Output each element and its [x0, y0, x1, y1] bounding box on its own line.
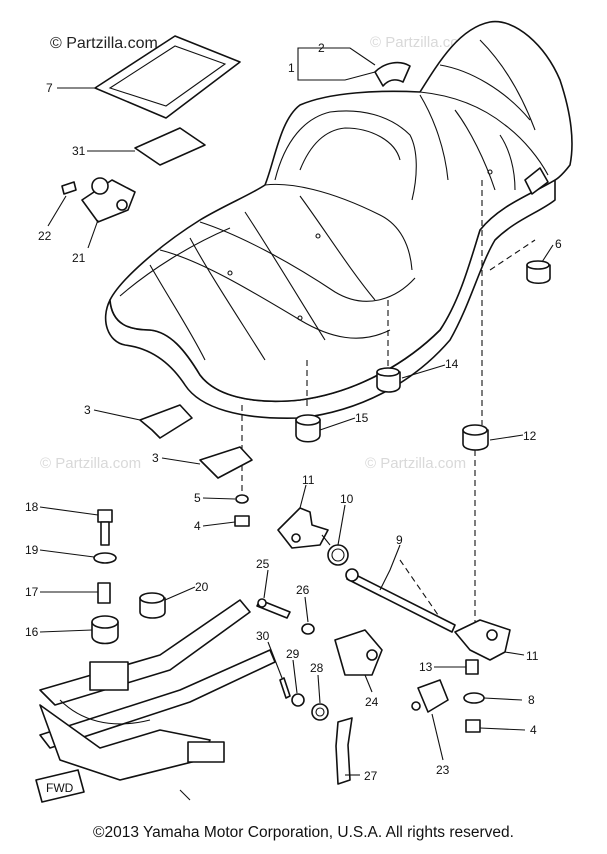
callout-29: 29 [286, 647, 300, 661]
callout-2: 2 [318, 41, 325, 55]
frame [39, 599, 276, 801]
seat [104, 20, 573, 420]
watermark-mid-right: © Partzilla.com [365, 455, 466, 472]
callout-15: 15 [355, 411, 369, 425]
clip-29 [291, 693, 305, 707]
bracket-3-upper [139, 404, 193, 439]
damper-12 [462, 424, 489, 451]
spring-10 [321, 534, 349, 566]
plate-31 [134, 127, 206, 166]
callout-17: 17 [25, 585, 39, 599]
bracket-3-lower [199, 446, 253, 479]
lock-rod-9 [346, 571, 456, 633]
callout-11-lower: 11 [526, 649, 539, 663]
callout-22: 22 [38, 229, 52, 243]
callout-4-left: 4 [194, 519, 201, 533]
callout-25: 25 [256, 557, 270, 571]
callout-24: 24 [365, 695, 379, 709]
callout-27: 27 [364, 769, 378, 783]
washer-5 [235, 494, 249, 504]
damper-14 [376, 367, 401, 393]
nut-4-right [465, 719, 481, 733]
damper-15 [295, 414, 321, 443]
callout-14: 14 [445, 357, 459, 371]
copyright-footer: ©2013 Yamaha Motor Corporation, U.S.A. A… [93, 824, 514, 841]
damper-6 [526, 260, 551, 285]
callout-9: 9 [396, 533, 403, 547]
fwd-stamp: FWD [35, 769, 85, 803]
watermark-top-right: © Partzilla.com [370, 34, 471, 51]
callout-1: 1 [288, 61, 295, 75]
pin-30 [279, 677, 291, 699]
callout-30: 30 [256, 629, 270, 643]
collar-26 [301, 623, 315, 635]
callout-31: 31 [72, 144, 86, 158]
lever-27 [335, 717, 353, 785]
callout-19: 19 [25, 543, 39, 557]
bolt-18 [97, 509, 113, 546]
callout-7: 7 [46, 81, 53, 95]
spring-28 [311, 703, 329, 721]
washer-19 [93, 552, 117, 564]
seat-lock-assembly [61, 177, 136, 223]
callout-20: 20 [195, 580, 209, 594]
watermark-mid-left: © Partzilla.com [40, 455, 141, 472]
damper-20 [139, 592, 166, 619]
callout-26: 26 [296, 583, 310, 597]
lock-body-24 [334, 629, 383, 676]
callout-18: 18 [25, 500, 39, 514]
callout-12: 12 [523, 429, 537, 443]
callout-10: 10 [340, 492, 354, 506]
washer-8 [463, 692, 485, 704]
collar-13 [465, 659, 479, 675]
callout-3-upper: 3 [84, 403, 91, 417]
bracket-11-lower [454, 619, 511, 661]
damper-16 [91, 615, 119, 645]
callout-11-upper: 11 [302, 473, 315, 487]
collar-17 [97, 582, 111, 604]
callout-28: 28 [310, 661, 324, 675]
callout-16: 16 [25, 625, 39, 639]
callout-21: 21 [72, 251, 86, 265]
callout-23: 23 [436, 763, 450, 777]
callout-3-lower: 3 [152, 451, 159, 465]
cable-holder-23 [417, 679, 449, 713]
callout-5: 5 [194, 491, 201, 505]
bracket-11-upper [277, 507, 329, 549]
nut-4-left [234, 515, 250, 527]
callout-6: 6 [555, 237, 562, 251]
callout-4-right: 4 [530, 723, 537, 737]
watermark-main: © Partzilla.com [50, 35, 158, 52]
callout-8: 8 [528, 693, 535, 707]
fwd-stamp-text: FWD [46, 781, 74, 795]
callout-13: 13 [419, 660, 433, 674]
